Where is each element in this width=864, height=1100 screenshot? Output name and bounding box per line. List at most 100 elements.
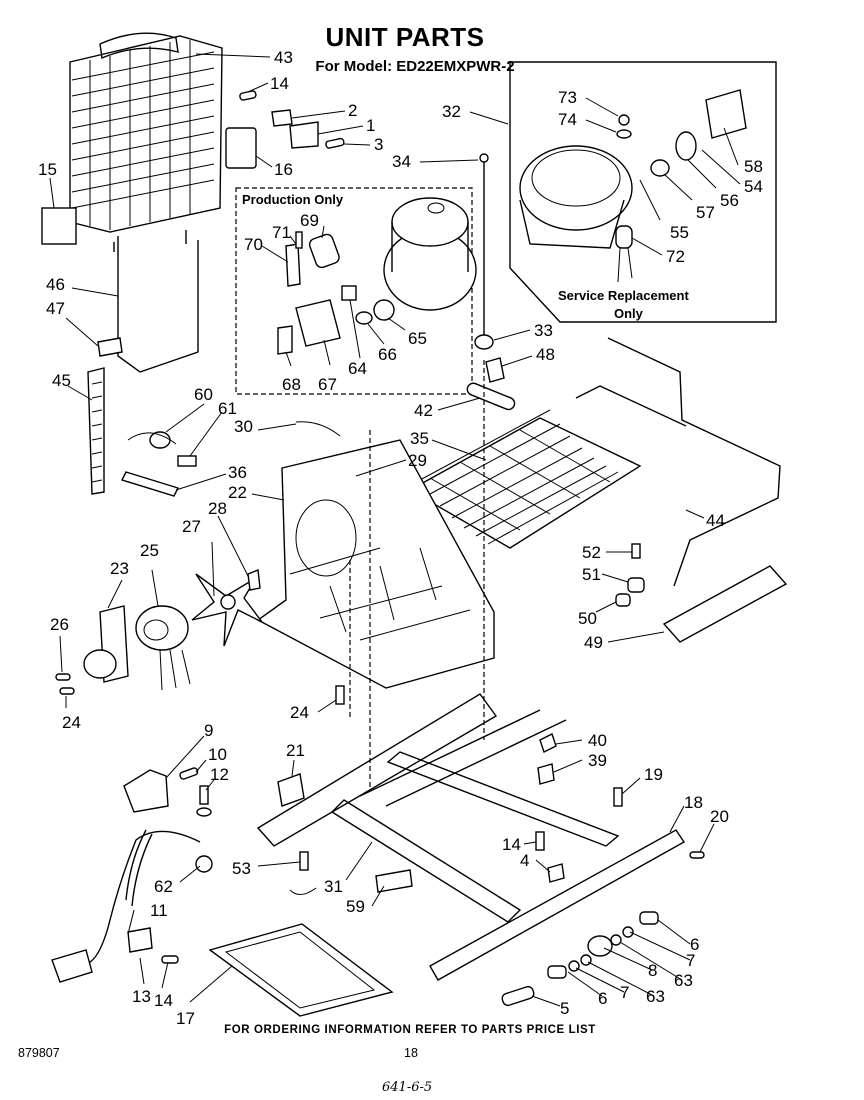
leader-lines [49, 53, 741, 1007]
screw-26 [55, 673, 71, 681]
callout-42: 42 [414, 401, 433, 420]
callout-63-lower: 63 [646, 987, 665, 1006]
drain-pan-17 [208, 923, 394, 1017]
heater-wire-46 [117, 236, 199, 373]
callout-17: 17 [176, 1009, 195, 1028]
washer-7-lower [568, 960, 580, 972]
callout-5: 5 [560, 999, 569, 1018]
label-plate-15 [41, 207, 77, 245]
callout-9: 9 [204, 721, 213, 740]
coil-35 [408, 409, 642, 549]
callout-48: 48 [536, 345, 555, 364]
retainer-28 [247, 569, 261, 591]
callout-4: 4 [520, 851, 529, 870]
callout-34: 34 [392, 152, 411, 171]
callout-31: 31 [324, 877, 343, 896]
wire-30 [295, 421, 341, 437]
callout-60: 60 [194, 385, 213, 404]
grommet-39 [537, 763, 555, 785]
base-frame-31 [256, 693, 620, 923]
handwritten-note: 641-6-5 [382, 1080, 433, 1095]
callout-43: 43 [274, 48, 293, 67]
callout-53: 53 [232, 859, 251, 878]
thermostat-60 [149, 431, 171, 449]
condenser-coil [69, 32, 223, 233]
cover-65 [373, 299, 395, 321]
callout-71: 71 [272, 223, 291, 242]
callout-23: 23 [110, 559, 129, 578]
callout-numbers: 43 14 2 1 3 16 15 32 34 73 74 58 54 56 5… [38, 48, 763, 1028]
callout-14-cord: 14 [154, 991, 173, 1010]
assembly-guides [349, 360, 485, 790]
screw-52 [631, 543, 641, 559]
bracket-68 [277, 325, 293, 355]
callout-25: 25 [140, 541, 159, 560]
valve-8 [587, 935, 613, 957]
callout-62: 62 [154, 877, 173, 896]
callout-16: 16 [274, 160, 293, 179]
bracket-2 [271, 109, 293, 127]
connector-62 [195, 855, 213, 873]
relay-67 [295, 299, 341, 347]
washer-74 [616, 129, 632, 139]
callout-30: 30 [234, 417, 253, 436]
screw-24-upper [59, 687, 75, 695]
model-subtitle: For Model: ED22EMXPWR-2 [315, 58, 515, 75]
callout-74: 74 [558, 110, 577, 129]
callout-68: 68 [282, 375, 301, 394]
capacitor-72 [615, 225, 633, 249]
callout-2: 2 [348, 101, 357, 120]
callout-24-left: 24 [62, 713, 81, 732]
clip-64 [341, 285, 357, 301]
callout-49: 49 [584, 633, 603, 652]
callout-8: 8 [648, 961, 657, 980]
callout-3: 3 [374, 135, 383, 154]
page-title: UNIT PARTS [325, 22, 485, 52]
callout-29: 29 [408, 451, 427, 470]
plug [51, 949, 93, 983]
callout-15: 15 [38, 160, 57, 179]
screw-24-lower [335, 685, 345, 705]
callout-61: 61 [218, 399, 237, 418]
callout-24-center: 24 [290, 703, 309, 722]
motor-mount-26 [83, 649, 117, 679]
callout-7-upper: 7 [686, 951, 695, 970]
callout-51: 51 [582, 565, 601, 584]
ordering-info-note: FOR ORDERING INFORMATION REFER TO PARTS … [224, 1024, 596, 1036]
callout-27: 27 [182, 517, 201, 536]
production-only-label: Production Only [242, 192, 344, 207]
heater-leads [113, 230, 187, 252]
tube-44 [575, 337, 781, 587]
fan-shroud-22 [256, 439, 495, 689]
callout-11: 11 [150, 901, 168, 920]
screw-19 [613, 787, 623, 807]
plug-50 [615, 593, 631, 607]
screw-14-top [239, 90, 257, 101]
clip-70 [285, 243, 301, 287]
screw-14-lower [535, 831, 545, 851]
bracket-59 [375, 869, 413, 893]
service-replacement-box [509, 61, 777, 323]
callout-6-upper: 6 [690, 935, 699, 954]
compressor-production [383, 197, 477, 311]
callout-69: 69 [300, 211, 319, 230]
overload-56 [675, 131, 697, 161]
callout-36: 36 [228, 463, 247, 482]
drain-trough-49 [662, 565, 788, 643]
screw-10 [179, 767, 199, 780]
callout-52: 52 [582, 543, 601, 562]
clip-57 [650, 159, 670, 177]
callout-12: 12 [210, 765, 229, 784]
dryer-42 [466, 382, 516, 411]
callout-67: 67 [318, 375, 337, 394]
callout-73: 73 [558, 88, 577, 107]
callout-56: 56 [720, 191, 739, 210]
ring-63-lower [580, 954, 592, 966]
fan-blade-27 [191, 573, 263, 647]
callout-57: 57 [696, 203, 715, 222]
callout-72: 72 [666, 247, 685, 266]
callout-44: 44 [706, 511, 725, 530]
clip-40 [539, 733, 557, 753]
